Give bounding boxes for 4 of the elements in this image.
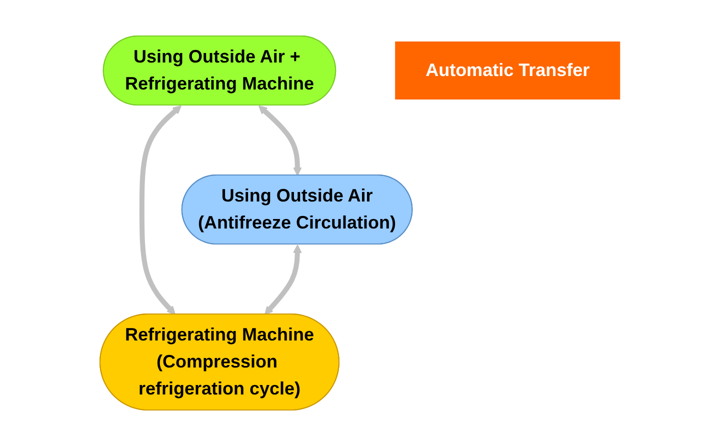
arrow	[264, 244, 302, 314]
arrow	[140, 104, 182, 314]
arrow	[258, 104, 302, 176]
node-box: Automatic Transfer	[395, 41, 620, 99]
